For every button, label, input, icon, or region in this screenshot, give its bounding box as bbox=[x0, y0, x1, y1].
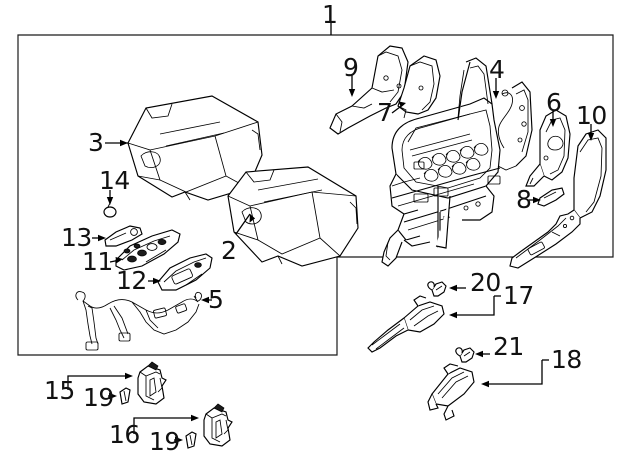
callout-label-8[interactable]: 8 bbox=[516, 185, 532, 214]
part-seat-anchor-bracket-left bbox=[137, 361, 167, 405]
leader-18 bbox=[481, 359, 549, 388]
leader-7 bbox=[391, 101, 406, 114]
callout-label-4[interactable]: 4 bbox=[489, 55, 505, 84]
leader-3 bbox=[105, 139, 128, 147]
callout-label-11[interactable]: 11 bbox=[82, 247, 113, 276]
part-seat-anchor-bracket-right bbox=[203, 403, 233, 447]
leader-5 bbox=[201, 296, 212, 304]
part-wedge-clip-upper bbox=[119, 387, 131, 405]
callout-label-5[interactable]: 5 bbox=[208, 285, 224, 314]
callout-label-13[interactable]: 13 bbox=[61, 223, 92, 252]
part-seat-cushion-right bbox=[227, 166, 359, 267]
callout-label-7[interactable]: 7 bbox=[377, 98, 393, 127]
callout-label-19-lower[interactable]: 19 bbox=[149, 427, 180, 456]
part-bracket-group-upper bbox=[367, 295, 445, 353]
callout-label-19-upper[interactable]: 19 bbox=[83, 383, 114, 412]
part-small-trim-clip bbox=[537, 187, 565, 207]
part-grommet-ring bbox=[103, 202, 117, 218]
callout-label-17[interactable]: 17 bbox=[503, 281, 534, 310]
part-side-shield-outer bbox=[509, 129, 607, 269]
part-bracket-group-lower bbox=[427, 363, 475, 421]
callout-label-9[interactable]: 9 bbox=[343, 53, 359, 82]
leader-8 bbox=[529, 196, 541, 204]
leader-12 bbox=[148, 277, 161, 285]
leader-4 bbox=[492, 78, 500, 99]
part-small-bolt-lower bbox=[455, 347, 475, 363]
leader-11 bbox=[109, 257, 123, 264]
part-seat-switch-cover bbox=[157, 253, 213, 291]
callout-label-18[interactable]: 18 bbox=[551, 345, 582, 374]
callout-label-15[interactable]: 15 bbox=[44, 376, 75, 405]
callout-label-14[interactable]: 14 bbox=[99, 166, 130, 195]
part-side-cover-inner bbox=[525, 109, 571, 187]
leader-21 bbox=[475, 350, 490, 358]
callout-label-10[interactable]: 10 bbox=[576, 101, 607, 130]
part-seat-adjust-switch-bezel bbox=[115, 229, 181, 271]
callout-label-21[interactable]: 21 bbox=[493, 332, 524, 361]
part-small-bolt-upper bbox=[427, 281, 447, 297]
leader-19-upper bbox=[108, 392, 117, 400]
part-recliner-cover-inner bbox=[397, 55, 441, 119]
leader-14 bbox=[106, 190, 114, 205]
leader-2 bbox=[235, 213, 256, 235]
callout-label-6[interactable]: 6 bbox=[546, 88, 562, 117]
part-recliner-cover-outer bbox=[329, 45, 409, 135]
part-wire-harness bbox=[75, 291, 202, 351]
leader-17 bbox=[449, 295, 501, 319]
leader-10 bbox=[587, 124, 595, 141]
leader-15 bbox=[67, 372, 133, 390]
callout-label-3[interactable]: 3 bbox=[88, 128, 104, 157]
leader-20 bbox=[449, 284, 466, 292]
callout-label-12[interactable]: 12 bbox=[116, 266, 147, 295]
leader-19-lower bbox=[174, 436, 183, 444]
part-seat-frame-assembly bbox=[381, 57, 533, 267]
leader-6 bbox=[549, 110, 557, 127]
part-recliner-handle bbox=[104, 225, 143, 247]
part-seat-cushion-left bbox=[127, 95, 263, 201]
leader-13 bbox=[92, 234, 106, 242]
leader-9 bbox=[348, 74, 356, 97]
callout-label-20[interactable]: 20 bbox=[470, 268, 501, 297]
callout-label-16[interactable]: 16 bbox=[109, 420, 140, 449]
leader-16 bbox=[133, 414, 199, 434]
part-wedge-clip-lower bbox=[185, 431, 197, 449]
callout-label-1[interactable]: 1 bbox=[322, 0, 338, 29]
callout-label-2[interactable]: 2 bbox=[221, 236, 237, 265]
